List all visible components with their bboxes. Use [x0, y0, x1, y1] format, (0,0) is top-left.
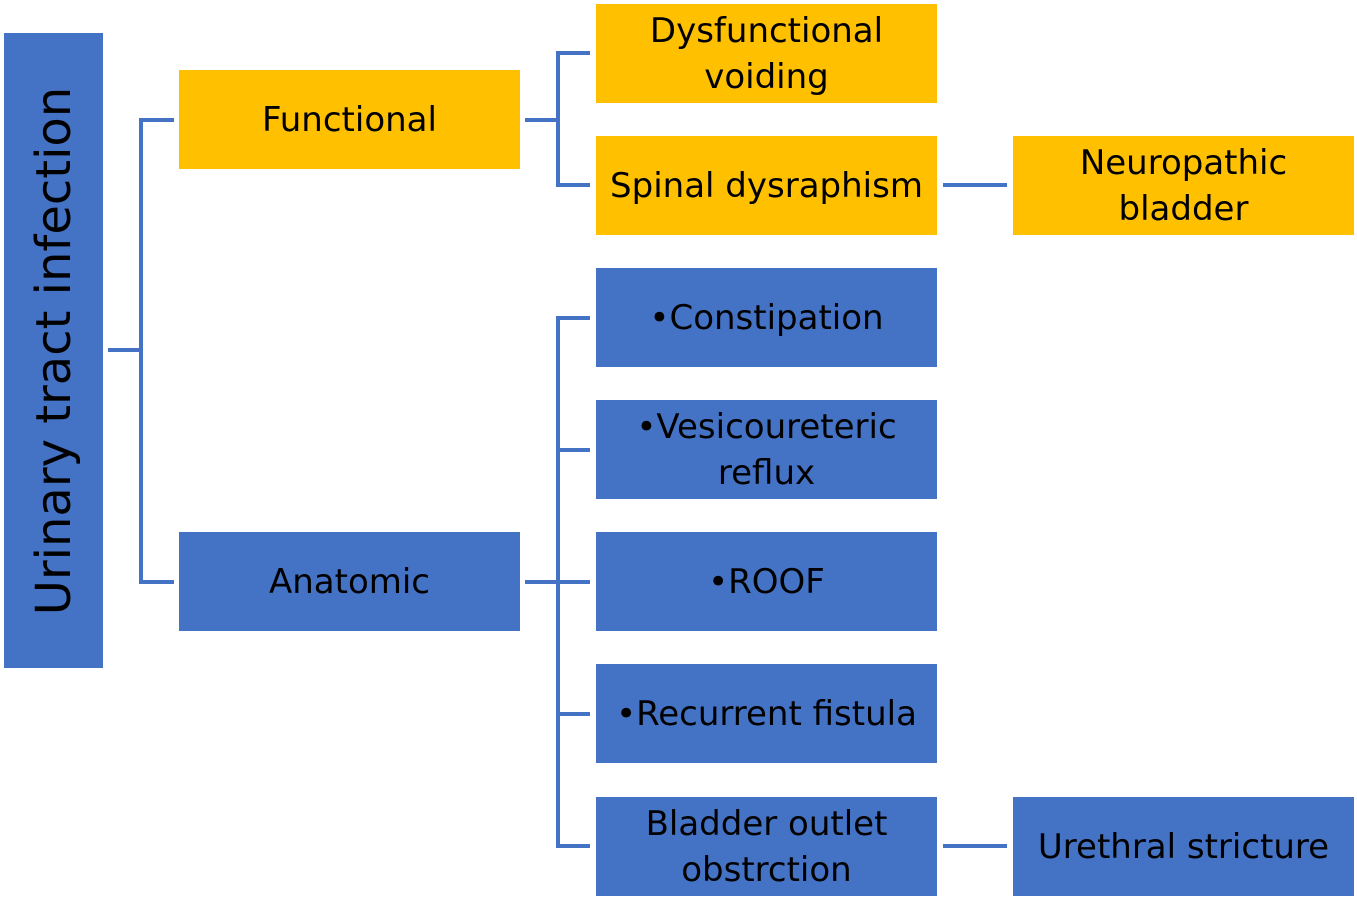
dysfunctional-voiding-node: Dysfunctional voiding	[596, 4, 937, 103]
spinal-dysraphism-node: Spinal dysraphism	[596, 136, 937, 235]
anatomic-node: Anatomic	[179, 532, 520, 631]
bladder-outlet-obstruction-node: Bladder outlet obstrction	[596, 797, 937, 896]
functional-node: Functional	[179, 70, 520, 169]
roof-node: •ROOF	[596, 532, 937, 631]
urethral-stricture-node: Urethral stricture	[1013, 797, 1354, 896]
root-label: Urinary tract infection	[25, 86, 82, 615]
root-node: Urinary tract infection	[4, 33, 103, 668]
vesicoureteric-reflux-node: •Vesicoureteric reflux	[596, 400, 937, 499]
recurrent-fistula-node: •Recurrent fistula	[596, 664, 937, 763]
constipation-node: •Constipation	[596, 268, 937, 367]
neuropathic-bladder-node: Neuropathic bladder	[1013, 136, 1354, 235]
